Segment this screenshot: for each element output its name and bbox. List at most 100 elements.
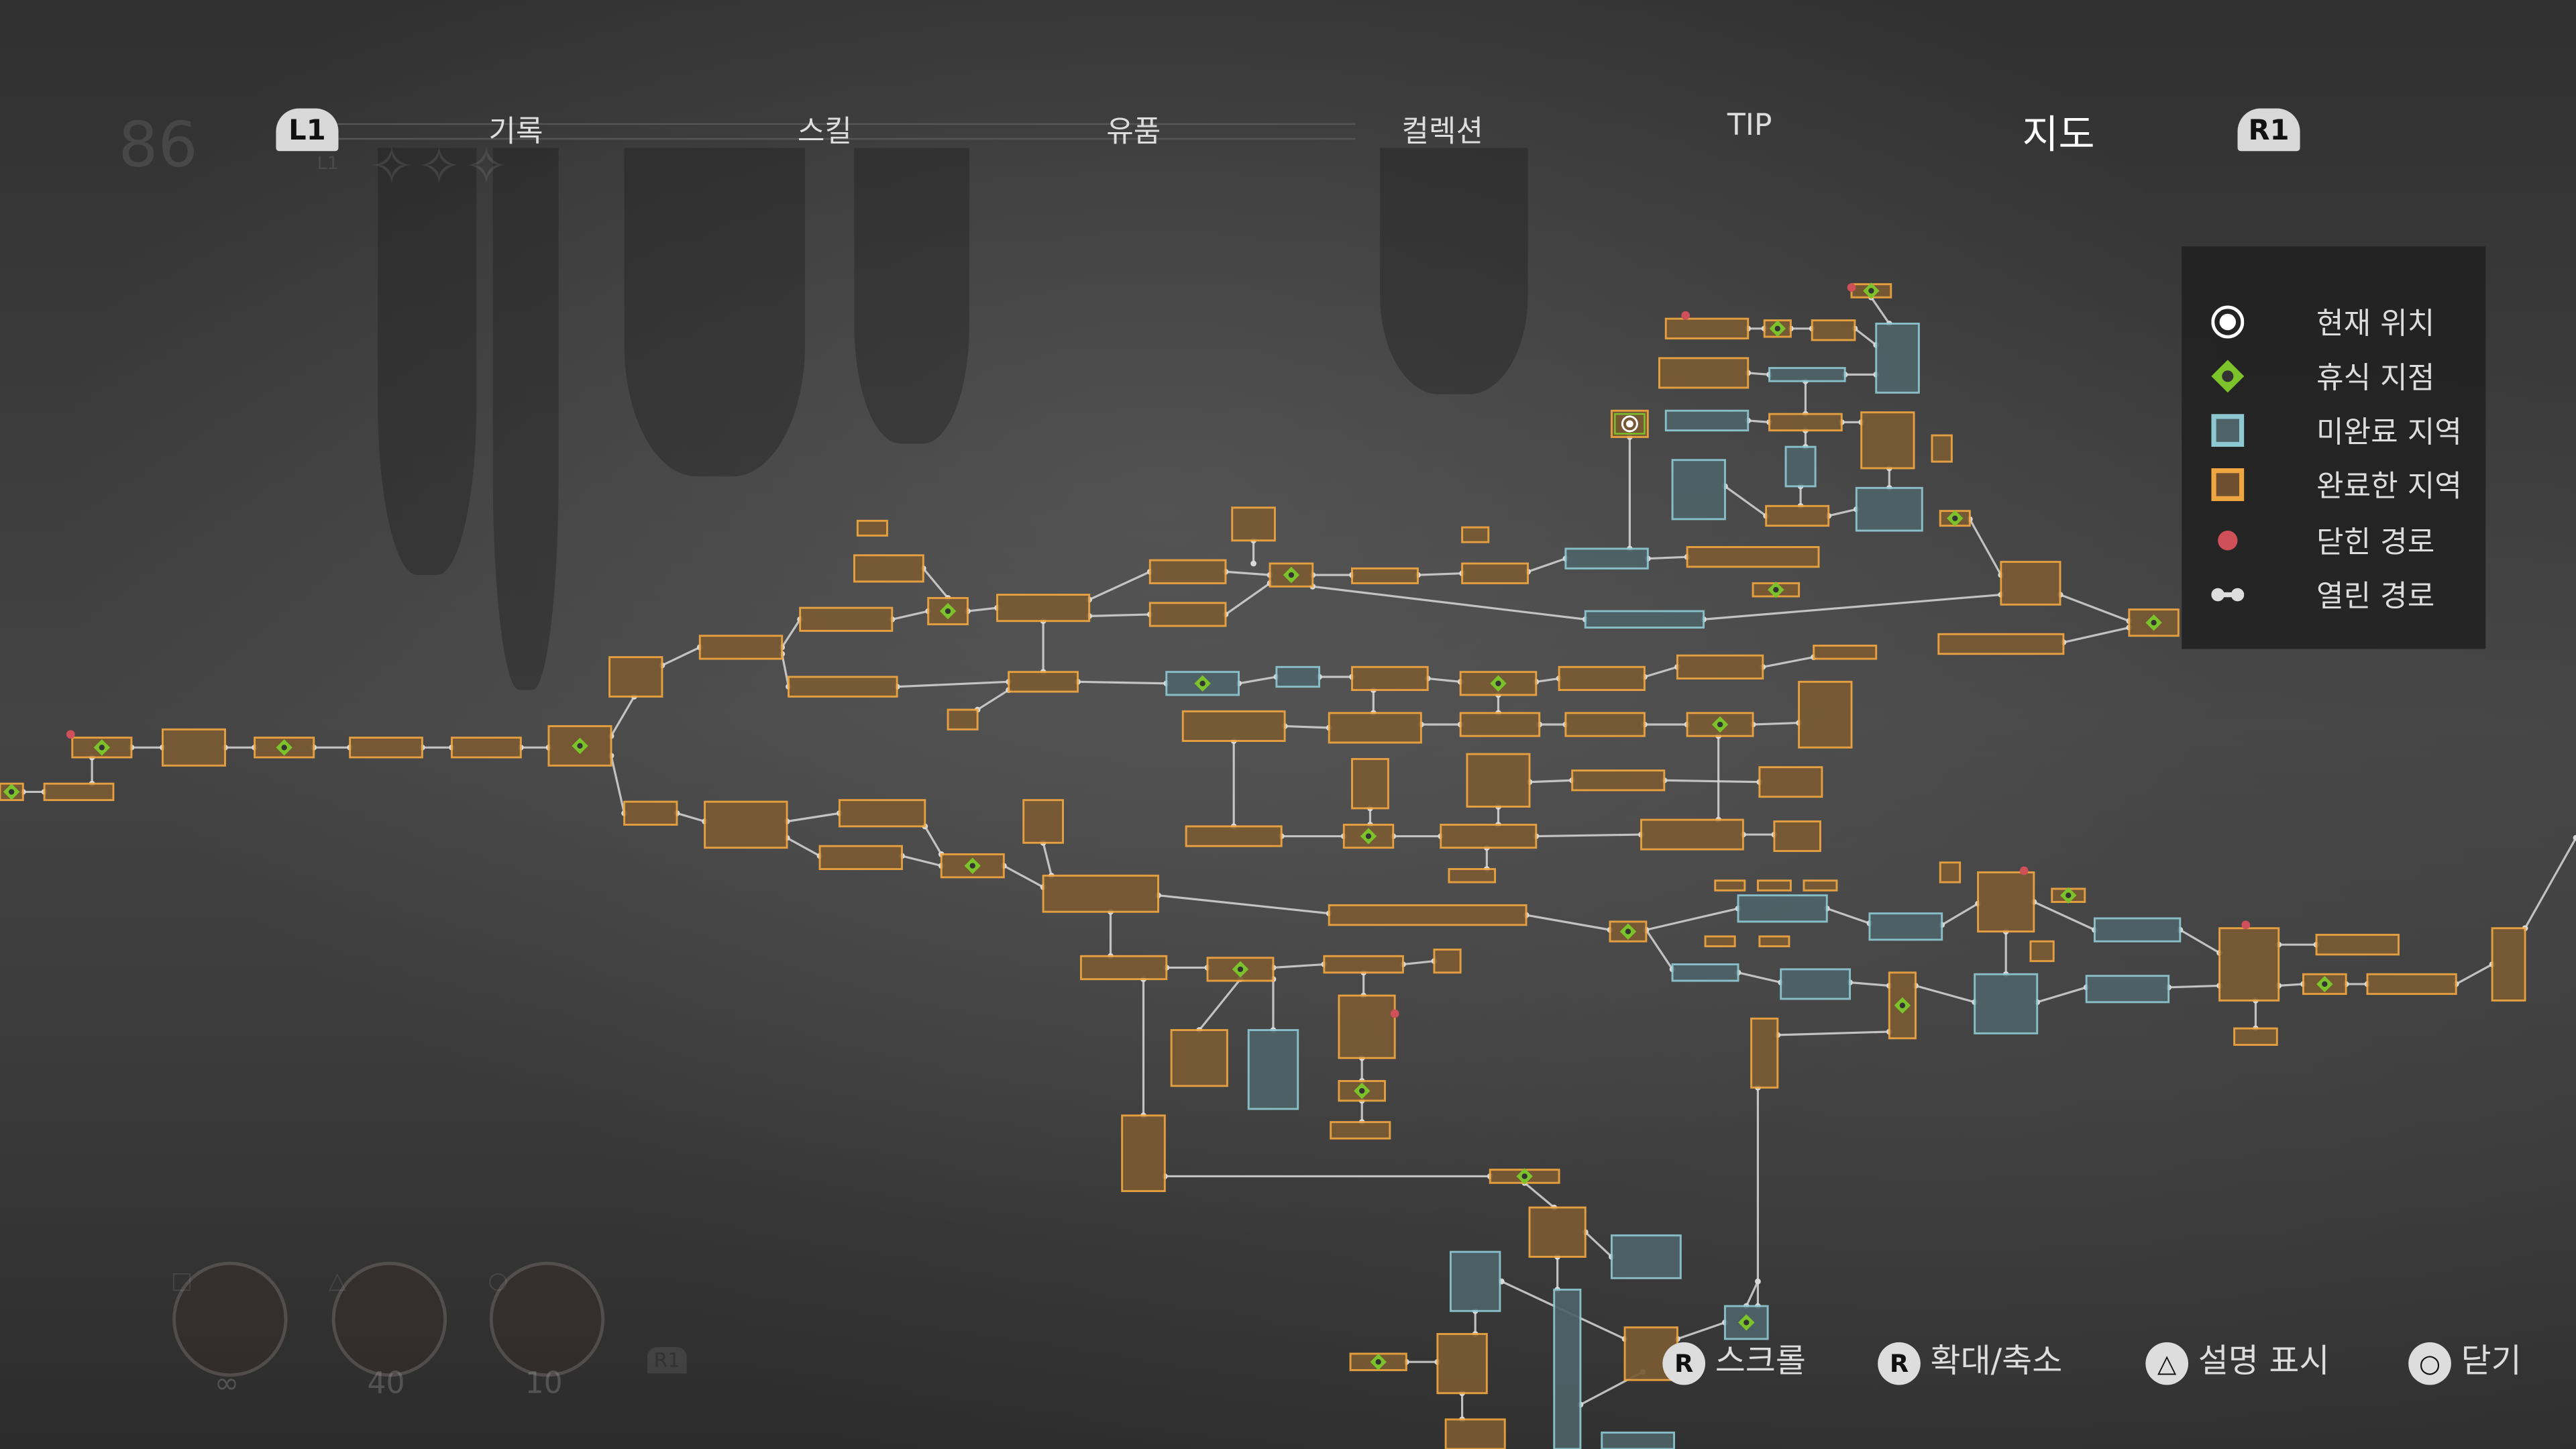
closed-path-marker <box>2019 866 2029 875</box>
open-path <box>1644 665 1678 678</box>
completed-area-room <box>1750 1017 1779 1089</box>
r1-button[interactable]: R1 <box>2237 108 2300 152</box>
open-path <box>1089 613 1150 617</box>
open-path <box>2168 984 2220 989</box>
completed-area-room <box>788 676 898 698</box>
open-path <box>1828 508 1857 517</box>
hint-label: 닫기 <box>2461 1340 2522 1381</box>
open-path <box>2278 983 2304 987</box>
open-path <box>1042 842 1053 876</box>
open-path <box>1428 677 1461 683</box>
completed-area-room <box>1756 879 1792 892</box>
tab-skills[interactable]: 스킬 <box>797 115 852 150</box>
close-hint[interactable]: ○닫기 <box>2408 1334 2522 1385</box>
open-path <box>610 696 635 737</box>
completed-area-room <box>1351 757 1389 810</box>
open-path <box>1753 721 1799 726</box>
open-path <box>892 610 929 621</box>
legend-open-path: 열린 경로 <box>2182 568 2485 617</box>
open-path <box>1536 677 1560 683</box>
completed-area-room <box>853 554 924 583</box>
incomplete-area-room <box>1564 547 1649 570</box>
completed-area-room <box>1937 633 2065 655</box>
completed-area-room <box>838 799 926 828</box>
completed-area-room <box>1758 766 1823 798</box>
path-node <box>1250 560 1256 567</box>
completed-area-room <box>1440 823 1538 849</box>
open-path <box>1536 833 1642 838</box>
tab-collection[interactable]: 컬렉션 <box>1401 115 1484 150</box>
open-path <box>1648 555 1688 560</box>
completed-area-room <box>1330 1121 1391 1140</box>
completed-area-room <box>2366 973 2457 996</box>
closed-path-marker <box>66 730 75 739</box>
rest-point-center <box>1774 325 1780 331</box>
open-path <box>781 653 790 687</box>
open-path <box>2524 837 2576 929</box>
incomplete-area-room <box>1664 409 1750 432</box>
tab-tip[interactable]: TIP <box>1727 108 1772 144</box>
open-path <box>1737 971 1782 984</box>
incomplete-area-room <box>1671 963 1739 982</box>
rest-point-center <box>969 863 975 869</box>
open-path <box>781 619 801 648</box>
completed-area-room <box>1664 317 1750 339</box>
completed-area-room <box>349 737 423 759</box>
rest-point-center <box>945 608 951 614</box>
tab-relics[interactable]: 유품 <box>1106 115 1161 150</box>
open-path <box>786 812 840 823</box>
incomplete-area-room <box>1875 322 1920 394</box>
tab-records[interactable]: 기록 <box>488 115 543 150</box>
map-legend: 현재 위치 휴식 지점 미완료 지역 완료한 지역 닫힌 경로 열린 경로 <box>2182 246 2486 649</box>
closed-path-icon <box>2218 531 2238 551</box>
open-path <box>1403 960 1435 966</box>
open-path <box>1826 907 1870 924</box>
incomplete-area-room <box>2093 917 2182 943</box>
completed-area-room <box>1170 1029 1228 1087</box>
open-path <box>610 755 626 814</box>
level-number: 86 <box>118 108 198 181</box>
l1-button[interactable]: L1 <box>276 108 339 152</box>
legend-label: 열린 경로 <box>2316 580 2435 614</box>
incomplete-area-icon <box>2211 414 2245 447</box>
open-path <box>1646 907 1739 931</box>
rest-point-center <box>99 745 105 751</box>
incomplete-area-room <box>1780 968 1851 1000</box>
open-path <box>1664 779 1760 784</box>
open-path <box>2033 901 2096 931</box>
map-rooms <box>0 282 2526 1449</box>
completed-area-room <box>2029 940 2055 963</box>
open-path <box>1703 593 2001 621</box>
rest-point-center <box>1717 721 1723 728</box>
hint-label: 스크롤 <box>1715 1340 1806 1381</box>
completed-area-room <box>1231 506 1276 542</box>
open-path <box>1941 902 1979 926</box>
completed-area-room <box>996 594 1091 623</box>
current-room-highlight <box>1614 413 1646 435</box>
completed-area-room <box>698 635 784 660</box>
open-path <box>1525 914 1611 931</box>
hint-label: 확대/축소 <box>1930 1340 2063 1381</box>
tab-map[interactable]: 지도 <box>2022 111 2095 158</box>
rest-point-center <box>1743 1320 1750 1326</box>
incomplete-area-room <box>1610 1234 1682 1279</box>
open-path <box>1523 1182 1555 1209</box>
completed-area-room <box>818 845 903 870</box>
completed-area-room <box>1466 753 1531 808</box>
completed-area-room <box>1436 1333 1488 1395</box>
closed-path-marker <box>1847 283 1856 292</box>
completed-area-room <box>1704 935 1736 948</box>
description-hint[interactable]: △설명 표시 <box>2145 1334 2330 1385</box>
open-path <box>1089 570 1150 601</box>
incomplete-area-room <box>1768 367 1846 382</box>
completed-area-room <box>2218 927 2280 1002</box>
completed-area-room <box>43 782 115 802</box>
open-path <box>1915 984 1976 1004</box>
incomplete-area-room <box>1275 665 1321 688</box>
completed-area-icon <box>2211 468 2245 501</box>
rest-point-icon <box>2211 360 2245 393</box>
rest-point-center <box>1521 1173 1527 1179</box>
triangle-button-icon: △ <box>2145 1341 2189 1385</box>
open-path <box>1748 372 1770 376</box>
